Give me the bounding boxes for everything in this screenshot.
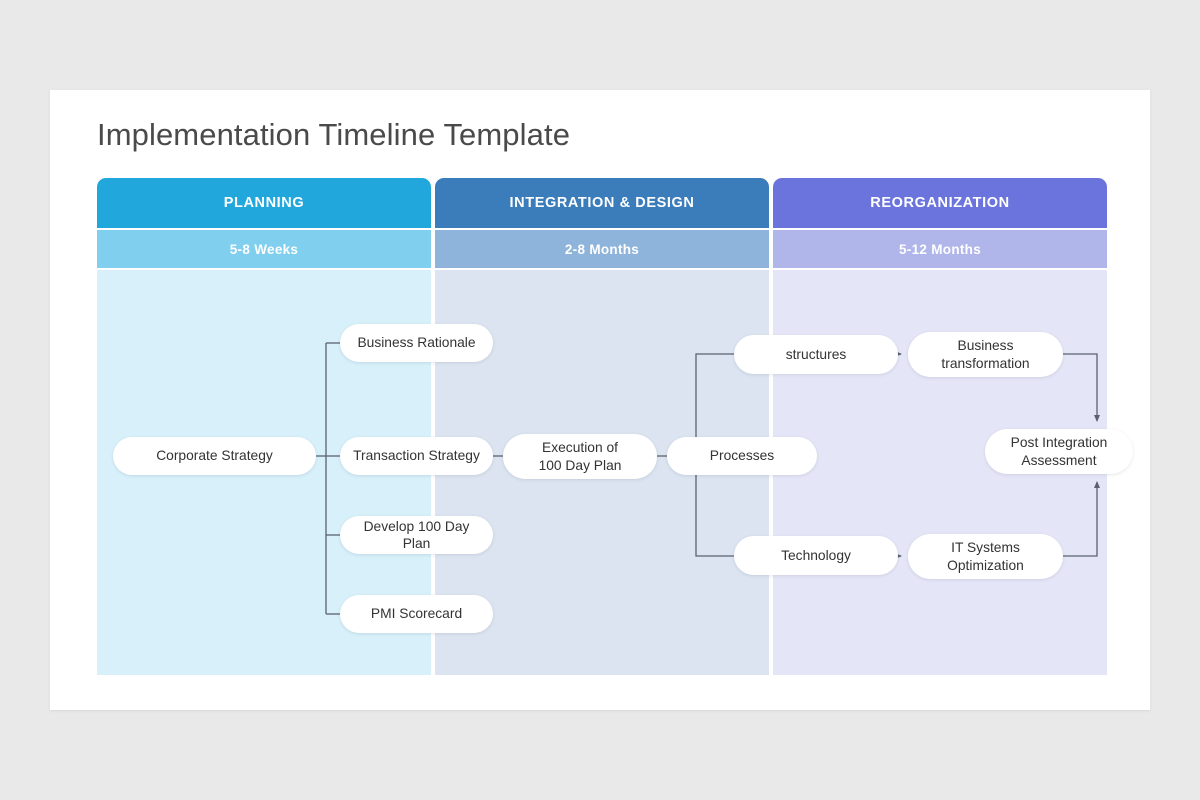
page-title: Implementation Timeline Template xyxy=(97,117,571,152)
slide-surface: Implementation Timeline Template PLANNIN… xyxy=(50,90,1150,710)
column-duration-planning: 5-8 Weeks xyxy=(97,230,431,268)
node-develop-100-day-plan[interactable]: Develop 100 Day Plan xyxy=(340,516,493,554)
column-header-planning: PLANNING xyxy=(97,178,431,228)
timeline-columns: PLANNING 5-8 Weeks INTEGRATION & DESIGN … xyxy=(97,178,1133,675)
node-post-integration-assessment[interactable]: Post Integration Assessment xyxy=(985,429,1133,474)
column-duration-integration: 2-8 Months xyxy=(435,230,769,268)
column-header-reorganization: REORGANIZATION xyxy=(773,178,1107,228)
node-business-rationale[interactable]: Business Rationale xyxy=(340,324,493,362)
node-structures[interactable]: structures xyxy=(734,335,898,374)
node-processes[interactable]: Processes xyxy=(667,437,817,475)
column-duration-reorganization: 5-12 Months xyxy=(773,230,1107,268)
timeline-column-reorganization[interactable]: REORGANIZATION 5-12 Months xyxy=(773,178,1107,675)
node-it-systems-optimization[interactable]: IT Systems Optimization xyxy=(908,534,1063,579)
node-business-transformation[interactable]: Business transformation xyxy=(908,332,1063,377)
node-execution-100-day-plan[interactable]: Execution of 100 Day Plan xyxy=(503,434,657,479)
node-pmi-scorecard[interactable]: PMI Scorecard xyxy=(340,595,493,633)
column-header-integration: INTEGRATION & DESIGN xyxy=(435,178,769,228)
node-technology[interactable]: Technology xyxy=(734,536,898,575)
node-transaction-strategy[interactable]: Transaction Strategy xyxy=(340,437,493,475)
node-corporate-strategy[interactable]: Corporate Strategy xyxy=(113,437,316,475)
